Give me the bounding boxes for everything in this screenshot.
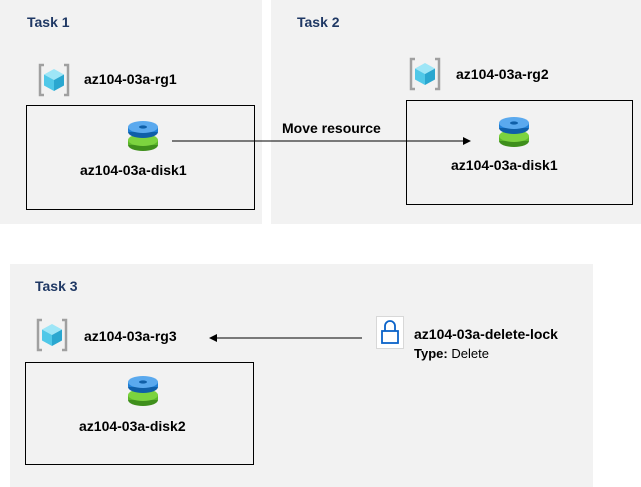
disk-icon	[128, 121, 158, 151]
lock-type-label: Type:	[414, 346, 448, 361]
disk1-label: az104-03a-disk1	[80, 162, 187, 178]
lock-type-value: Delete	[451, 346, 489, 361]
task1-panel	[0, 0, 262, 224]
rg3-container	[25, 362, 254, 465]
lock-icon	[376, 316, 404, 349]
rg2-label: az104-03a-rg2	[456, 66, 549, 82]
disk-icon	[499, 117, 529, 147]
task3-panel	[10, 264, 593, 487]
task2-panel	[271, 0, 641, 224]
resource-group-icon	[409, 57, 441, 91]
resource-group-icon	[38, 63, 70, 97]
task3-title: Task 3	[35, 278, 78, 294]
resource-group-icon	[36, 318, 68, 352]
lock-name-label: az104-03a-delete-lock	[414, 326, 558, 342]
rg1-container	[26, 105, 255, 210]
rg2-container	[406, 100, 633, 205]
rg3-label: az104-03a-rg3	[84, 328, 177, 344]
task2-title: Task 2	[297, 14, 340, 30]
disk1-moved-label: az104-03a-disk1	[451, 157, 558, 173]
task1-title: Task 1	[27, 14, 70, 30]
lock-type: Type: Delete	[414, 346, 489, 361]
rg1-label: az104-03a-rg1	[84, 71, 177, 87]
disk-icon	[128, 376, 158, 406]
move-resource-label: Move resource	[282, 120, 381, 136]
disk2-label: az104-03a-disk2	[79, 418, 186, 434]
